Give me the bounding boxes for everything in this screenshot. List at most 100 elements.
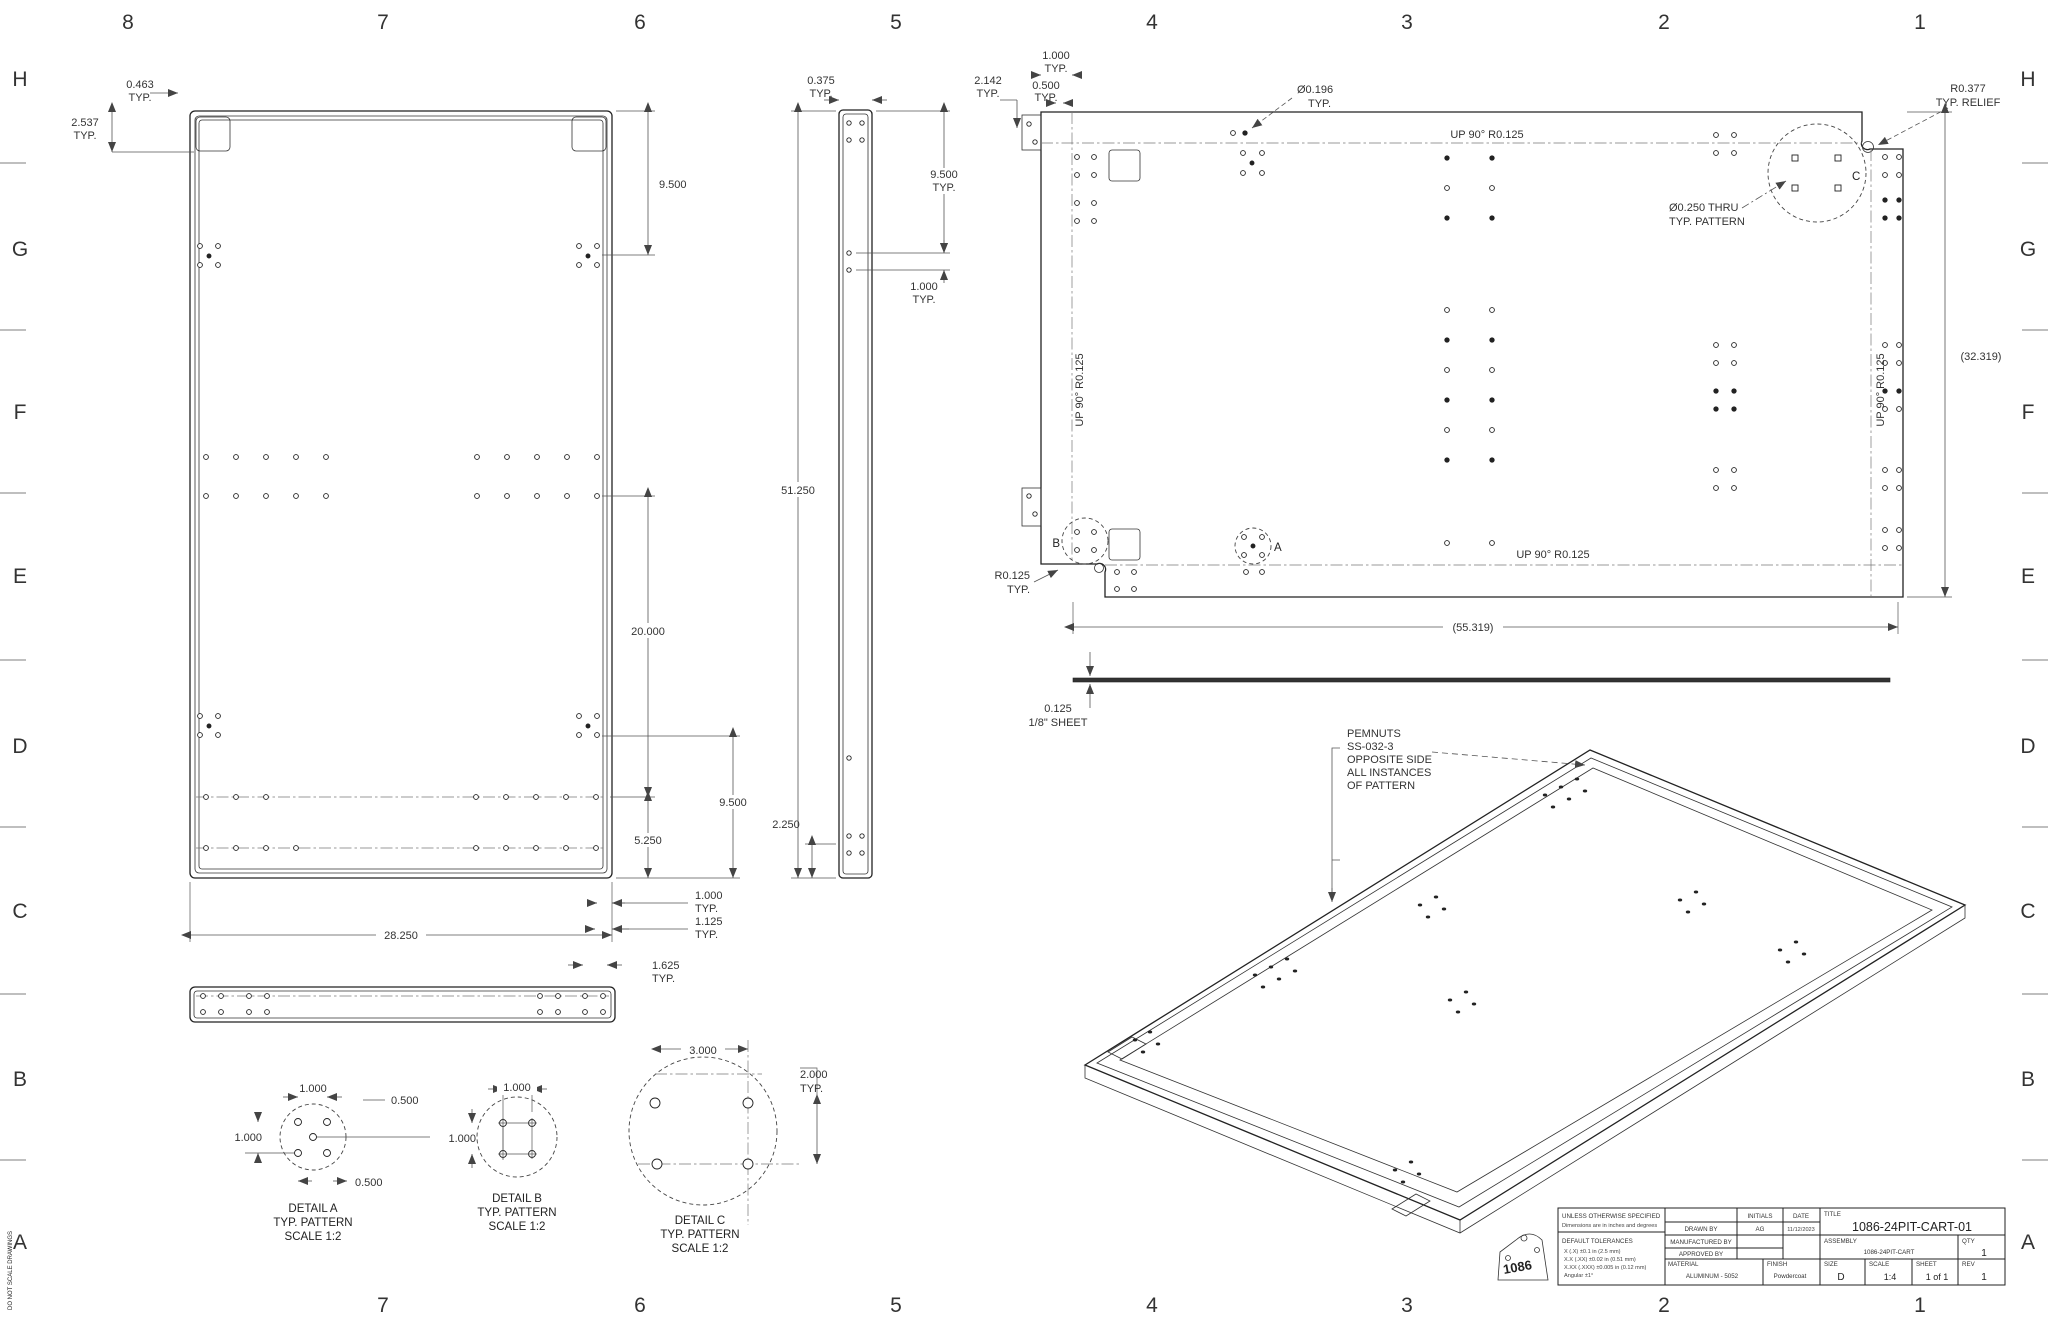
radius-callout: R0.125: [995, 570, 1030, 582]
detail-a-title: DETAIL A: [288, 1203, 338, 1215]
zone-col-top-2: 2: [1658, 11, 1670, 34]
zone-row-right-A: A: [2021, 1231, 2035, 1254]
thru-callout-2: TYP. PATTERN: [1669, 216, 1745, 228]
tb-tol-line2: X.X (.XX) ±0.02 in (0.51 mm): [1564, 1257, 1636, 1263]
detail-a-circle: [1234, 527, 1272, 565]
tb-approved-by-label: APPROVED BY: [1679, 1251, 1723, 1258]
detail-b-tag: B: [1052, 538, 1060, 550]
flat-holes: [1026, 121, 1902, 592]
dim-side-9500-typ: TYP.: [932, 182, 955, 194]
dim-side-51250: 51.250: [781, 485, 815, 497]
thru-callout: Ø0.250 THRU: [1669, 202, 1739, 214]
corner-relief: [1094, 563, 1104, 573]
detail-c-view: 3.000 2.000 TYP. DETAIL C TYP. PATTERN S…: [628, 1040, 828, 1255]
ref-dim-width: (55.319): [1453, 622, 1494, 634]
radius-callout-typ: TYP.: [1007, 584, 1030, 596]
dim-front-1000: 1.000: [695, 890, 723, 902]
zone-row-left-F: F: [14, 401, 27, 424]
dim-front-1625: 1.625: [652, 960, 680, 972]
detail-a-dim-off2: 0.500: [355, 1177, 383, 1189]
hole-callout-0196: Ø0.196: [1297, 84, 1333, 96]
zone-col-top-6: 6: [634, 11, 646, 34]
detail-b-sub: TYP. PATTERN: [477, 1207, 556, 1219]
relief-callout: R0.377: [1950, 83, 1985, 95]
detail-c-dim-v-typ: TYP.: [800, 1083, 823, 1095]
tb-scale-label: SCALE: [1869, 1261, 1889, 1268]
square-cutout: [1108, 528, 1141, 561]
zone-col-bot-5: 5: [890, 1294, 902, 1317]
dim-front-1125-typ: TYP.: [695, 929, 718, 941]
zone-row-left-G: G: [12, 238, 28, 261]
detail-b-circle: [1061, 517, 1109, 565]
dim-side-0375-typ: TYP.: [809, 88, 832, 100]
zone-row-right-E: E: [2021, 565, 2035, 588]
zone-row-left-B: B: [13, 1068, 27, 1091]
dim-front-28250: 28.250: [384, 930, 418, 942]
dim-front-0463-typ: TYP.: [128, 92, 151, 104]
sheet-border: 8 7 6 5 4 3 2 1 7 6 5 4 3 2 1 H G F E D …: [0, 11, 2048, 1317]
detail-a-sub: TYP. PATTERN: [273, 1217, 352, 1229]
detail-a-scale: SCALE 1:2: [285, 1231, 342, 1243]
dim-front-1625-typ: TYP.: [652, 973, 675, 985]
tb-rev-label: REV: [1962, 1261, 1976, 1268]
tb-drawn-by-date: 11/12/2023: [1787, 1227, 1815, 1233]
detail-c-title: DETAIL C: [675, 1215, 725, 1227]
zone-col-bot-2: 2: [1658, 1294, 1670, 1317]
team-logo: 1086: [1497, 1233, 1549, 1281]
dim-front-0463: 0.463: [126, 79, 154, 91]
dim-side-1000: 1.000: [910, 281, 938, 293]
zone-ticks: [0, 162, 2048, 1161]
front-holes: [196, 243, 606, 851]
bend-lines: [1041, 112, 1903, 597]
detail-c-dim-h: 3.000: [689, 1045, 717, 1057]
zone-col-top-5: 5: [890, 11, 902, 34]
dim-front-1125: 1.125: [695, 916, 723, 928]
detail-a-dim-v: 1.000: [234, 1132, 262, 1144]
tb-material-value: ALUMINUM - 5052: [1686, 1273, 1739, 1280]
sheet-thickness-dim: 0.125: [1044, 703, 1072, 715]
detail-a-dim-off1: 0.500: [391, 1095, 419, 1107]
dim-flat-1000: 1.000: [1042, 50, 1070, 62]
detail-b-dim-v: 1.000: [448, 1133, 476, 1145]
tb-sheet-value: 1 of 1: [1926, 1272, 1949, 1282]
zone-col-bot-1: 1: [1914, 1294, 1926, 1317]
tb-size-value: D: [1837, 1272, 1844, 1283]
zone-col-bot-7: 7: [377, 1294, 389, 1317]
tb-title-label: TITLE: [1824, 1211, 1841, 1218]
tb-assembly-value: 1086-24PIT-CART: [1864, 1249, 1915, 1256]
iso-corner-gusset: [1391, 1193, 1431, 1217]
zone-row-left-D: D: [12, 735, 27, 758]
zone-row-left-H: H: [12, 68, 27, 91]
zone-col-bot-4: 4: [1146, 1294, 1158, 1317]
side-tab: [1021, 114, 1042, 151]
sheet-edge-view: 0.125 1/8" SHEET: [1029, 652, 1891, 729]
detail-a-tag: A: [1274, 542, 1282, 554]
tb-assembly-label: ASSEMBLY: [1824, 1238, 1857, 1245]
side-view: 0.375 TYP. 9.500 TYP. 1.000 TYP. 51.250 …: [772, 75, 966, 879]
bottom-flange-holes: [200, 993, 606, 1015]
zone-col-top-3: 3: [1401, 11, 1413, 34]
pemnut-note-line3: OPPOSITE SIDE: [1347, 754, 1432, 766]
tb-title-value: 1086-24PIT-CART-01: [1852, 1220, 1972, 1234]
detail-c-dim-v: 2.000: [800, 1069, 828, 1081]
bend-note-left: UP 90° R0.125: [1074, 353, 1086, 426]
zone-row-left-C: C: [12, 900, 27, 923]
iso-corner-gusset: [1107, 1036, 1147, 1060]
detail-b-title: DETAIL B: [492, 1193, 542, 1205]
tb-material-label: MATERIAL: [1668, 1261, 1699, 1268]
zone-col-top-1: 1: [1914, 11, 1926, 34]
bend-note-top: UP 90° R0.125: [1450, 129, 1523, 141]
dim-flat-0500-typ: TYP.: [1034, 92, 1057, 104]
pemnut-note: PEMNUTS SS-032-3 OPPOSITE SIDE ALL INSTA…: [1328, 728, 1586, 902]
tb-finish-label: FINISH: [1767, 1261, 1787, 1268]
zone-row-left-A: A: [13, 1231, 27, 1254]
zone-col-top-8: 8: [122, 11, 134, 34]
tb-initials-header: INITIALS: [1747, 1213, 1772, 1220]
tb-size-label: SIZE: [1824, 1261, 1838, 1268]
tb-tol-header: DEFAULT TOLERANCES: [1562, 1238, 1633, 1245]
no-scale-note: DO NOT SCALE DRAWINGS: [8, 1231, 14, 1310]
tb-drawn-by-initials: AG: [1756, 1226, 1765, 1233]
dim-flat-2142: 2.142: [974, 75, 1002, 87]
zone-row-left-E: E: [13, 565, 27, 588]
